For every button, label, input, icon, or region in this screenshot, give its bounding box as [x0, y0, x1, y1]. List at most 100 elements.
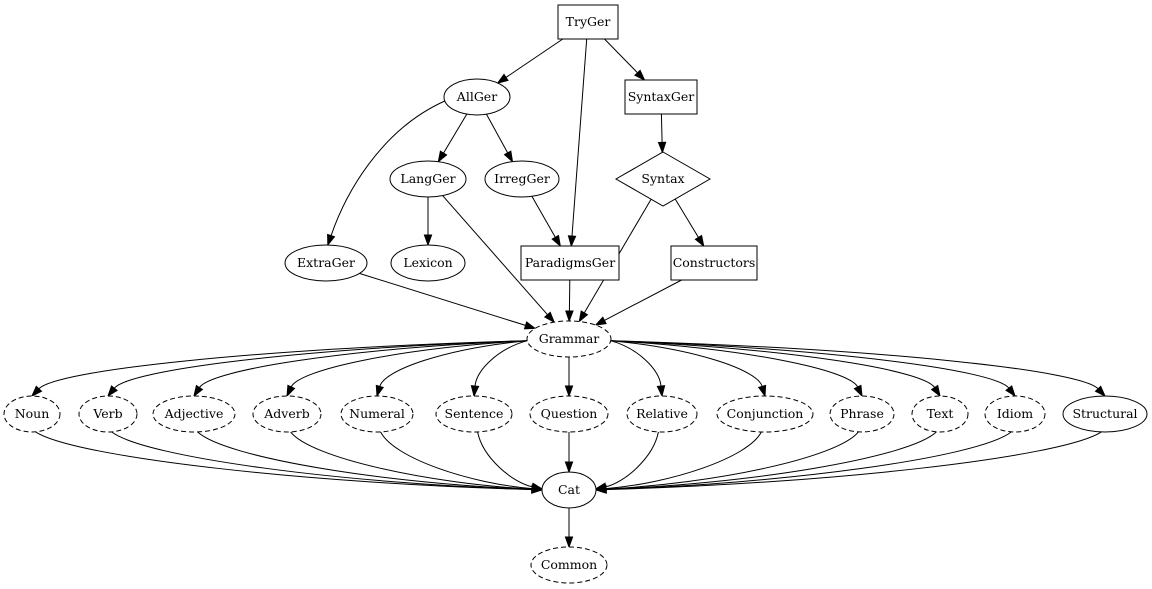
edge-irreg-ger-to-paradigms-ger — [531, 196, 562, 248]
edge-grammar-to-sentence — [470, 340, 528, 398]
edge-line — [38, 340, 528, 390]
arrow-head — [594, 485, 607, 494]
node-shape — [984, 395, 1046, 433]
arrow-head — [1094, 385, 1107, 398]
arrow-head — [656, 385, 666, 398]
node-label: Question — [541, 406, 598, 421]
node-question: Question — [529, 395, 609, 433]
node-label: Lexicon — [403, 255, 452, 270]
arrow-head — [543, 311, 556, 324]
edge-line — [290, 340, 528, 388]
node-conjunction: Conjunction — [716, 395, 814, 433]
node-label: Common — [541, 557, 597, 572]
arrow-head — [496, 73, 509, 84]
arrow-head — [757, 384, 767, 398]
node-shape — [252, 395, 322, 433]
edge-line — [604, 279, 682, 321]
node-label: TryGer — [566, 14, 611, 29]
node-shape — [529, 395, 609, 433]
node-phrase: Phrase — [829, 395, 895, 433]
node-label: Numeral — [349, 406, 405, 421]
node-shape — [78, 395, 138, 433]
arrow-head — [594, 316, 607, 326]
arrow-head — [657, 141, 667, 154]
node-label: Conjunction — [727, 406, 804, 421]
node-cat: Cat — [541, 471, 597, 509]
node-all-ger: AllGer — [443, 78, 511, 116]
node-label: Relative — [636, 406, 688, 421]
edge-syntax-to-constructors — [674, 198, 705, 248]
node-extra-ger: ExtraGer — [284, 244, 368, 282]
edge-line — [198, 340, 528, 388]
node-shape — [340, 395, 414, 433]
edge-idiom-to-cat — [594, 431, 1012, 494]
node-shape — [557, 4, 619, 40]
node-shape — [526, 320, 612, 358]
arrow-head — [1005, 385, 1016, 398]
edge-line — [610, 340, 1099, 390]
edge-grammar-to-question — [564, 357, 574, 398]
edge-grammar-to-adjective — [193, 340, 528, 398]
arrow-head — [286, 384, 296, 398]
edge-line — [660, 113, 663, 143]
node-shape — [3, 395, 61, 433]
edge-line — [605, 431, 1012, 490]
node-label: ParadigmsGer — [525, 255, 615, 270]
arrow-head — [193, 384, 204, 398]
node-lexicon: Lexicon — [390, 244, 466, 282]
edge-extra-ger-to-grammar — [359, 272, 537, 330]
node-syntax: Syntax — [614, 151, 712, 207]
edge-line — [610, 340, 763, 387]
edge-line — [474, 340, 528, 387]
node-label: AllGer — [456, 89, 497, 104]
node-shape — [390, 244, 466, 282]
edge-line — [505, 38, 564, 78]
edge-line — [610, 340, 859, 388]
arrow-head — [437, 150, 448, 163]
arrow-head — [551, 234, 562, 248]
edge-grammar-to-conjunction — [610, 340, 767, 398]
edge-question-to-cat — [564, 432, 574, 474]
edge-line — [605, 431, 762, 490]
edge-grammar-to-relative — [610, 340, 666, 398]
edge-line — [443, 113, 468, 154]
edge-grammar-to-structural — [610, 340, 1107, 398]
edge-grammar-to-text — [610, 340, 941, 398]
node-label: Constructors — [673, 255, 756, 270]
edge-line — [290, 431, 533, 490]
node-numeral: Numeral — [340, 395, 414, 433]
node-shape — [911, 395, 969, 433]
node-sentence: Sentence — [435, 395, 513, 433]
edge-line — [113, 340, 528, 389]
arrow-head — [694, 234, 705, 248]
arrow-head — [107, 385, 118, 398]
edge-line — [605, 431, 659, 488]
node-label: Cat — [558, 482, 580, 497]
node-shape — [389, 160, 467, 198]
arrow-head — [564, 385, 574, 398]
node-label: Syntax — [641, 171, 684, 186]
edge-try-ger-to-all-ger — [496, 38, 564, 84]
node-label: IrregGer — [494, 171, 550, 186]
edge-line — [674, 198, 699, 238]
node-grammar: Grammar — [526, 320, 612, 358]
node-label: ExtraGer — [297, 255, 355, 270]
edge-grammar-to-phrase — [610, 340, 863, 398]
arrow-head — [423, 234, 433, 247]
node-shape — [716, 395, 814, 433]
edge-line — [610, 340, 662, 387]
edge-relative-to-cat — [594, 431, 659, 491]
node-verb: Verb — [78, 395, 138, 433]
arrow-head — [470, 385, 480, 398]
edge-grammar-to-noun — [30, 340, 528, 398]
edge-syntax-ger-to-syntax — [657, 113, 667, 154]
edge-adjective-to-cat — [197, 431, 544, 494]
edge-phrase-to-cat — [594, 431, 859, 494]
node-label: Sentence — [445, 406, 504, 421]
node-shape — [626, 395, 698, 433]
node-irreg-ger: IrregGer — [484, 160, 560, 198]
arrow-head — [503, 150, 514, 163]
edge-constructors-to-grammar — [594, 279, 682, 326]
edge-line — [605, 431, 1102, 490]
